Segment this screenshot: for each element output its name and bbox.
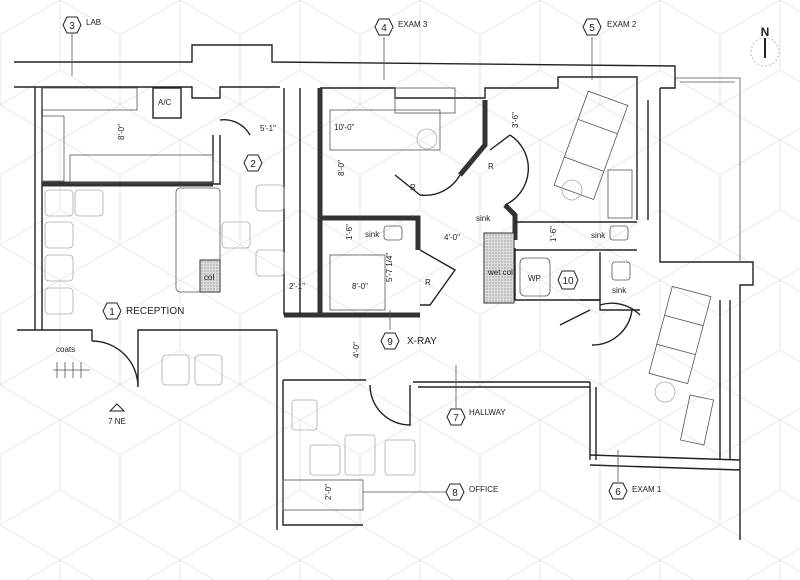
room-tag-reception[interactable]: 1 RECEPTION xyxy=(102,302,184,320)
room-label-hallway: HALLWAY xyxy=(469,408,506,417)
svg-text:10: 10 xyxy=(562,276,574,287)
room-label-reception: RECEPTION xyxy=(126,306,184,317)
svg-text:5: 5 xyxy=(589,23,595,34)
r-label: R xyxy=(410,183,416,192)
room-tag-10[interactable]: 10 xyxy=(557,270,579,290)
wp-label: WP xyxy=(528,274,541,283)
coats-label: coats xyxy=(56,345,75,354)
svg-text:5'-7 1/4": 5'-7 1/4" xyxy=(385,253,394,282)
svg-text:4'-0": 4'-0" xyxy=(352,342,361,358)
svg-text:6: 6 xyxy=(615,487,621,498)
svg-text:2'-1": 2'-1" xyxy=(289,282,305,291)
svg-text:2: 2 xyxy=(250,159,256,170)
furniture xyxy=(41,87,714,511)
svg-text:7: 7 xyxy=(453,413,459,424)
room-tag-x-ray[interactable]: 9 X-RAY xyxy=(380,332,437,350)
room-label-exam-3: EXAM 3 xyxy=(398,20,428,29)
sink-label: sink xyxy=(612,286,627,295)
room-label-exam-1: EXAM 1 xyxy=(632,485,662,494)
room-label-office: OFFICE xyxy=(469,485,498,494)
room-tag-office[interactable]: 8 OFFICE xyxy=(445,483,498,501)
col-label: col xyxy=(204,273,214,282)
svg-text:1'-6": 1'-6" xyxy=(345,224,354,240)
leader-lines xyxy=(71,34,619,493)
wet-column xyxy=(483,232,515,304)
svg-text:8'-0": 8'-0" xyxy=(352,282,368,291)
svg-text:N: N xyxy=(761,25,770,39)
svg-text:8: 8 xyxy=(452,488,458,499)
svg-text:8'-0": 8'-0" xyxy=(337,160,346,176)
room-label-x-ray: X-RAY xyxy=(407,336,437,347)
room-label-exam-2: EXAM 2 xyxy=(607,20,637,29)
r-label: R xyxy=(425,278,431,287)
svg-text:8'-0": 8'-0" xyxy=(117,124,126,140)
svg-text:2'-0": 2'-0" xyxy=(324,484,333,500)
interior-walls xyxy=(42,88,640,530)
svg-text:4: 4 xyxy=(381,23,387,34)
r-label: R xyxy=(488,162,494,171)
north-arrow: N xyxy=(750,25,780,67)
room-tag-exam-3[interactable]: 4 EXAM 3 xyxy=(374,18,428,36)
room-label-lab: LAB xyxy=(86,18,101,27)
room-tag-exam-2[interactable]: 5 EXAM 2 xyxy=(582,18,637,36)
room-tag-exam-1[interactable]: 6 EXAM 1 xyxy=(608,482,662,500)
svg-text:4'-0": 4'-0" xyxy=(444,233,460,242)
svg-text:1'-6": 1'-6" xyxy=(549,226,558,242)
ac-label: A/C xyxy=(158,98,172,107)
doors xyxy=(91,119,641,426)
fixture-labels: A/C coats col wet col WP sink sink sink … xyxy=(56,98,627,354)
dimension-labels: 8'-0" 5'-1" 10'-0" 8'-0" 3'-6" 1'-6" 4'-… xyxy=(117,112,558,500)
ac-unit xyxy=(152,87,182,119)
wet-col-label: wet col xyxy=(487,268,513,277)
column-lab xyxy=(199,259,221,293)
svg-text:3: 3 xyxy=(69,21,75,32)
room-tag-lab[interactable]: 3 LAB xyxy=(62,16,101,34)
svg-text:3'-6": 3'-6" xyxy=(511,112,520,128)
svg-text:10'-0": 10'-0" xyxy=(334,123,355,132)
sink-label: sink xyxy=(591,231,606,240)
svg-text:9: 9 xyxy=(387,337,393,348)
room-tag-2[interactable]: 2 xyxy=(243,154,263,172)
svg-text:5'-1": 5'-1" xyxy=(260,124,276,133)
sink-label: sink xyxy=(365,230,380,239)
svg-text:1: 1 xyxy=(109,307,115,318)
room-tag-hallway[interactable]: 7 HALLWAY xyxy=(446,408,506,426)
sink-label: sink xyxy=(476,214,491,223)
svg-text:7 NE: 7 NE xyxy=(108,417,126,426)
entry-marker: 7 NE xyxy=(108,403,126,426)
